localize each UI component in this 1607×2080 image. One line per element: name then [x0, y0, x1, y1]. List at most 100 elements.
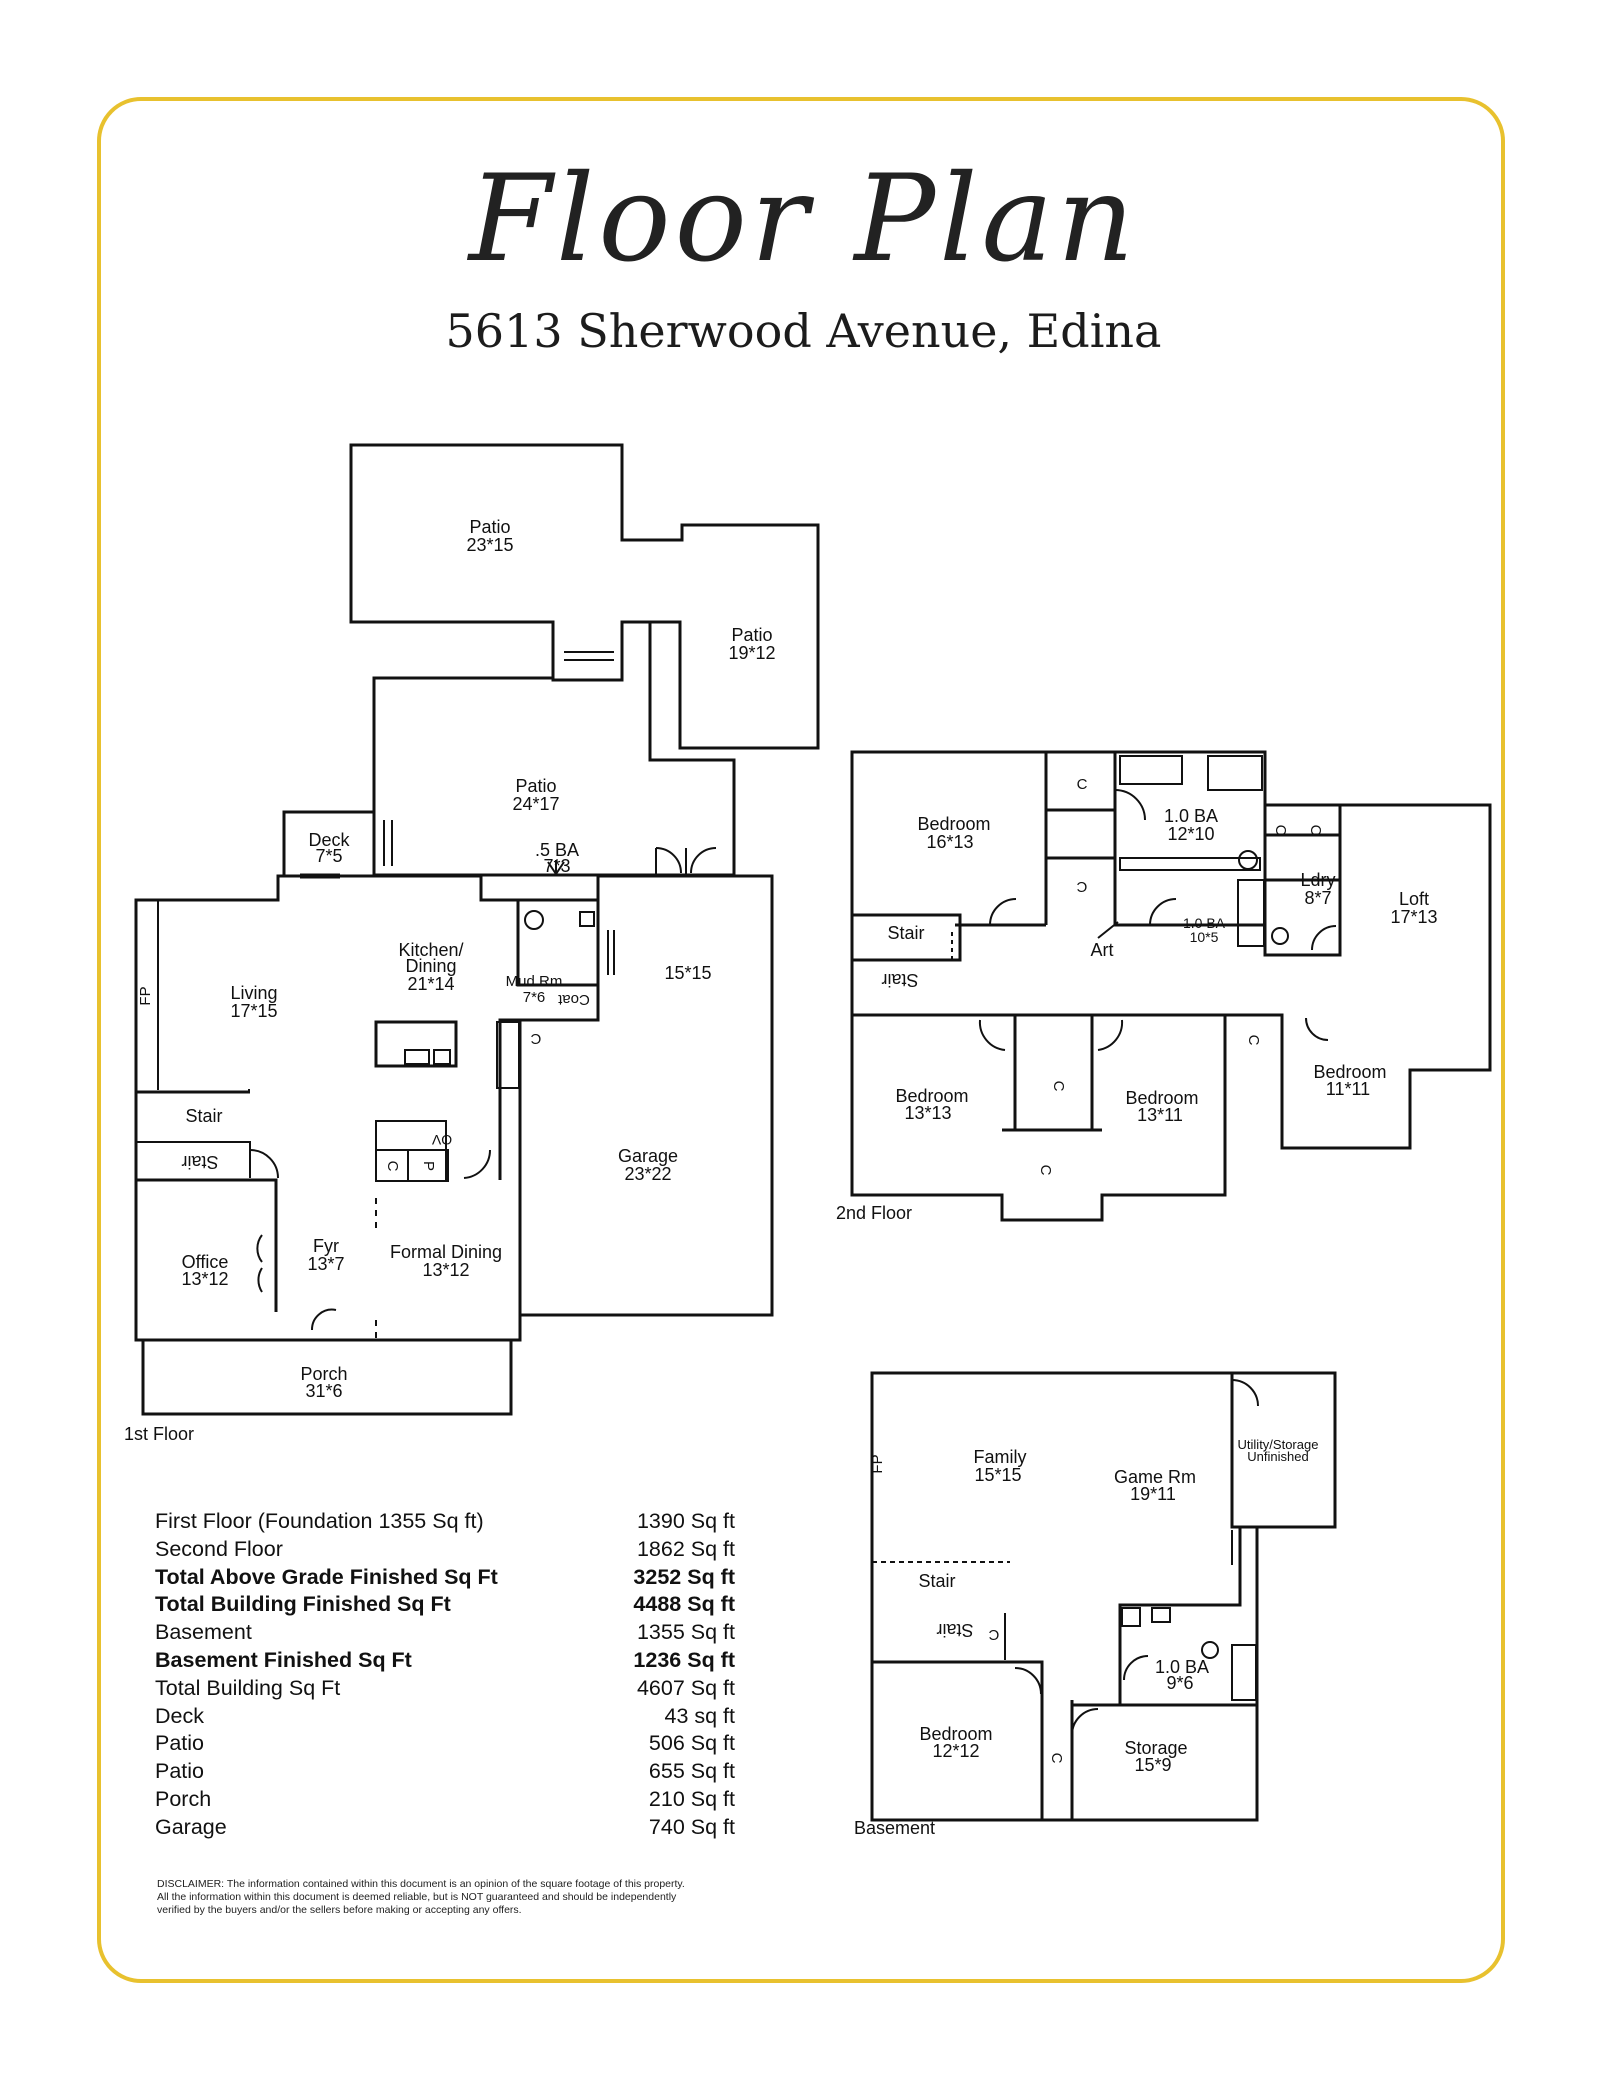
disclaimer-line-2: All the information within this document… — [157, 1891, 677, 1903]
game-room-name: Game Rm — [1114, 1467, 1196, 1487]
basement-bedroom-name: Bedroom — [919, 1724, 992, 1744]
patio-b-name: Patio — [731, 625, 772, 645]
coat-closet-label: Coat — [557, 991, 590, 1008]
disclaimer-line-1: DISCLAIMER: The information contained wi… — [157, 1878, 685, 1890]
kitchen-name-1: Kitchen/ — [398, 940, 463, 960]
basement-bath-name: 1.0 BA — [1155, 1657, 1209, 1677]
property-address: 5613 Sherwood Avenue, Edina — [445, 304, 1162, 358]
disclaimer: DISCLAIMER: The information contained wi… — [157, 1878, 757, 1917]
disclaimer-line-3: verified by the buyers and/or the seller… — [157, 1904, 522, 1916]
family-room-name: Family — [974, 1447, 1027, 1467]
garage-name: Garage — [618, 1146, 678, 1166]
office-dim: 13*12 — [181, 1269, 228, 1289]
first-closet-label-2: C — [384, 1161, 401, 1172]
garage-dim: 23*22 — [624, 1164, 671, 1184]
formal-dining-dim: 13*12 — [422, 1260, 469, 1280]
foyer-dim: 13*7 — [307, 1254, 344, 1274]
half-bath-dim: 7*3 — [543, 856, 570, 876]
living-name: Living — [230, 983, 277, 1003]
laundry-dim: 8*7 — [1304, 888, 1331, 908]
storage-name: Storage — [1124, 1738, 1187, 1758]
small-bath-name: 1.0 BA — [1183, 915, 1226, 931]
basement-bedroom-dim: 12*12 — [932, 1741, 979, 1761]
square-footage-table: First Floor (Foundation 1355 Sq ft)1390 … — [155, 1508, 735, 1842]
second-closet-4: C — [1307, 825, 1324, 836]
game-room-dim: 19*11 — [1130, 1484, 1176, 1504]
second-floor-label: 2nd Floor — [836, 1203, 912, 1223]
kitchen-name-2: Dining — [405, 956, 456, 976]
garage-upper-dim: 15*15 — [664, 963, 711, 983]
basement-floor-label: Basement — [854, 1818, 935, 1838]
second-closet-7: C — [1245, 1035, 1262, 1046]
first-fireplace-label: FP — [137, 986, 154, 1005]
loft-dim: 17*13 — [1390, 907, 1437, 927]
basement-bath-dim: 9*6 — [1166, 1673, 1193, 1693]
page-frame — [97, 97, 1505, 1983]
bedroom-b-dim: 13*11 — [1137, 1105, 1183, 1125]
second-closet-2: C — [1076, 878, 1087, 895]
patio-c-name: Patio — [515, 776, 556, 796]
first-floor-walls — [134, 443, 820, 1416]
basement-closet-1: C — [988, 1626, 999, 1643]
art-niche-label: Art — [1090, 940, 1113, 960]
mud-room-name: Mud Rm — [506, 973, 563, 990]
bedroom-b-name: Bedroom — [1125, 1088, 1198, 1108]
kitchen-dim: 21*14 — [407, 974, 454, 994]
floor-plan-script-title: Floor Plan — [468, 150, 1139, 289]
half-bath-name: .5 BA — [535, 840, 579, 860]
laundry-name: Ldry — [1300, 870, 1335, 890]
bedroom-c-name: Bedroom — [1313, 1062, 1386, 1082]
second-stair-flip-label: Stair — [881, 970, 918, 990]
basement-stair-label: Stair — [918, 1571, 955, 1591]
basement-walls — [870, 1371, 1337, 1822]
oven-label: OV — [431, 1132, 452, 1148]
porch-name: Porch — [300, 1364, 347, 1384]
basement-fireplace-label: FP — [869, 1454, 886, 1473]
master-bath-name: 1.0 BA — [1164, 806, 1218, 826]
family-room-dim: 15*15 — [974, 1465, 1021, 1485]
patio-c-dim: 24*17 — [512, 794, 559, 814]
deck-dim: 7*5 — [315, 846, 342, 866]
small-bath-dim: 10*5 — [1190, 929, 1219, 945]
basement-stair-flip-label: Stair — [936, 1620, 973, 1640]
master-bath-dim: 12*10 — [1167, 824, 1214, 844]
first-stair-flip-label: Stair — [181, 1152, 218, 1172]
bedroom-a-dim: 13*13 — [904, 1103, 951, 1123]
area-row: First Floor (Foundation 1355 Sq ft)1390 … — [155, 1509, 735, 1533]
utility-storage-status: Unfinished — [1247, 1449, 1308, 1464]
master-bedroom-name: Bedroom — [917, 814, 990, 834]
deck-name: Deck — [308, 830, 350, 850]
office-name: Office — [182, 1252, 229, 1272]
loft-name: Loft — [1399, 889, 1429, 909]
second-stair-label: Stair — [887, 923, 924, 943]
formal-dining-name: Formal Dining — [390, 1242, 502, 1262]
bedroom-c-dim: 11*11 — [1326, 1079, 1370, 1099]
second-closet-6: C — [1037, 1165, 1054, 1176]
mud-room-dim: 7*6 — [523, 989, 546, 1006]
second-closet-1: C — [1077, 776, 1088, 793]
basement-closet-2: C — [1048, 1753, 1065, 1764]
foyer-name: Fyr — [313, 1236, 339, 1256]
patio-a-name: Patio — [469, 517, 510, 537]
first-closet-label: C — [530, 1030, 541, 1047]
utility-storage-name: Utility/Storage — [1238, 1437, 1319, 1452]
first-stair-label: Stair — [185, 1106, 222, 1126]
pantry-label: P — [420, 1161, 437, 1171]
storage-dim: 15*9 — [1134, 1755, 1171, 1775]
master-bedroom-dim: 16*13 — [926, 832, 973, 852]
first-floor-label: 1st Floor — [124, 1424, 194, 1444]
porch-dim: 31*6 — [305, 1381, 342, 1401]
second-closet-5: C — [1050, 1081, 1067, 1092]
second-floor-walls — [850, 750, 1492, 1222]
